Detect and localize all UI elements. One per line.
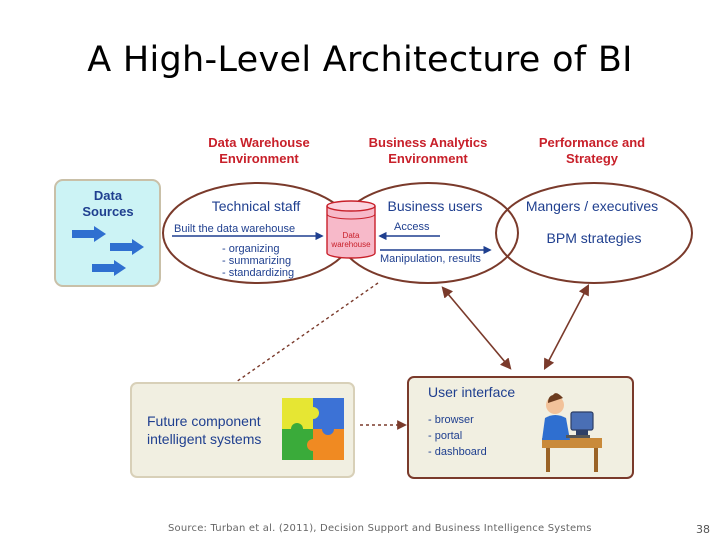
data-warehouse-icon: Data warehouse (326, 200, 376, 259)
managers-ui-connector (543, 284, 590, 370)
header-data-warehouse-env: Data Warehouse Environment (208, 135, 309, 166)
source-arrow-icon (92, 260, 126, 276)
svg-text:Environment: Environment (388, 151, 468, 166)
svg-text:Environment: Environment (219, 151, 299, 166)
bpm-strategies-label: BPM strategies (547, 230, 642, 246)
user-interface-box: User interface - browser - portal - dash… (407, 376, 634, 479)
slide-title: A High-Level Architecture of BI (87, 40, 633, 80)
header-business-analytics-env: Business Analytics Environment (369, 135, 488, 166)
step-standardizing: - standardizing (222, 267, 294, 279)
access-label: Access (394, 221, 430, 233)
svg-text:Data: Data (94, 188, 123, 203)
svg-text:Data: Data (343, 231, 360, 240)
users-ui-connector (441, 286, 512, 370)
data-sources-box: Data Sources (54, 179, 161, 287)
computer-user-icon (542, 393, 602, 472)
future-component-box: Future component intelligent systems (130, 382, 355, 478)
svg-text:User interface: User interface (428, 384, 515, 400)
svg-text:- portal: - portal (428, 430, 462, 442)
svg-text:Business Analytics: Business Analytics (369, 135, 488, 150)
managers-title: Mangers / executives (526, 198, 658, 214)
svg-text:warehouse: warehouse (330, 240, 371, 249)
header-performance-strategy: Performance and Strategy (539, 135, 645, 166)
source-arrow-icon (110, 239, 144, 255)
page-number: 38 (696, 523, 710, 536)
svg-text:Data Warehouse: Data Warehouse (208, 135, 309, 150)
svg-text:Performance and: Performance and (539, 135, 645, 150)
step-organizing: - organizing (222, 243, 279, 255)
svg-text:intelligent systems: intelligent systems (147, 431, 261, 447)
source-arrow-icon (72, 226, 106, 242)
analytics-future-connector (235, 282, 379, 383)
puzzle-icon (282, 398, 344, 460)
svg-text:Future component: Future component (147, 413, 261, 429)
technical-staff-title: Technical staff (212, 198, 301, 214)
managers-ellipse (495, 182, 693, 284)
svg-text:Strategy: Strategy (566, 151, 619, 166)
svg-text:- browser: - browser (428, 414, 474, 426)
svg-text:- dashboard: - dashboard (428, 446, 487, 458)
business-users-title: Business users (388, 198, 483, 214)
built-warehouse-label: Built the data warehouse (174, 223, 295, 235)
source-citation: Source: Turban et al. (2011), Decision S… (168, 523, 592, 534)
manipulation-label: Manipulation, results (380, 253, 481, 265)
step-summarizing: - summarizing (222, 255, 291, 267)
svg-text:Sources: Sources (82, 204, 133, 219)
